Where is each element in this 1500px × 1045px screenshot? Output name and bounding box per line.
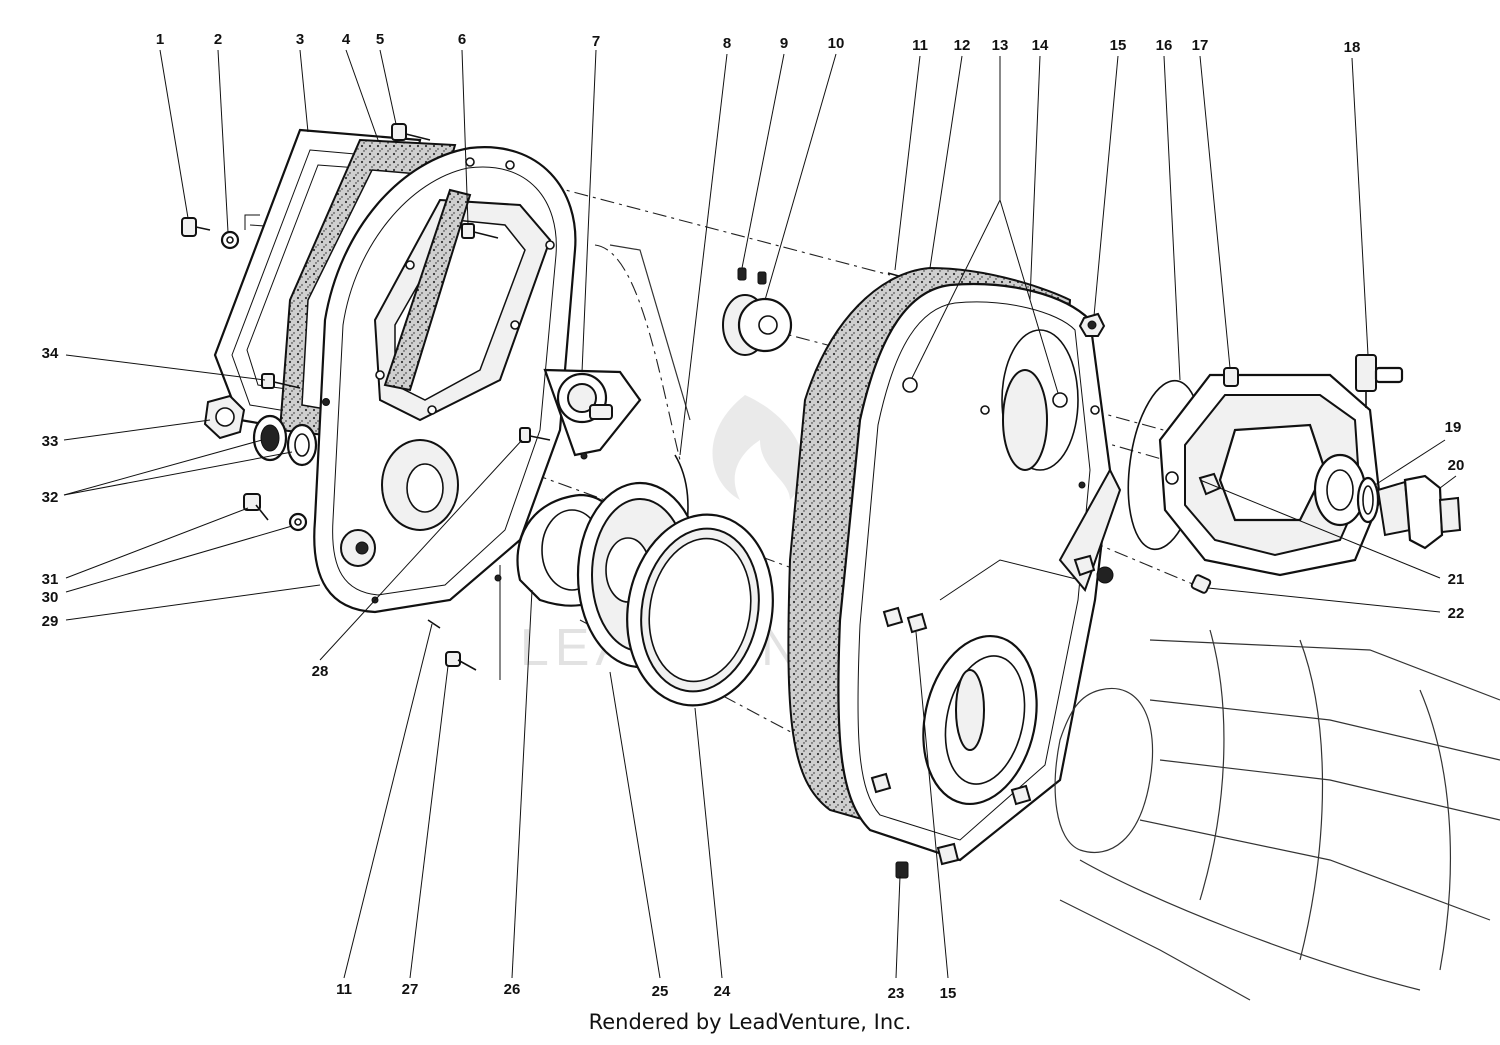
callout-20: 20 [1448,457,1465,474]
callout-22: 22 [1448,605,1465,622]
callout-7: 7 [592,33,600,50]
part-17-pump [1158,367,1382,577]
callout-17: 17 [1192,37,1209,54]
callout-32: 32 [42,489,59,506]
part-20-fitting [1376,474,1462,550]
ghost-tine-assembly [609,244,1500,1001]
callout-25: 25 [652,983,669,1000]
part-22-plug [1190,574,1212,594]
callout-26: 26 [504,981,521,998]
part-32-bearings [252,414,318,467]
callout-16: 16 [1156,37,1173,54]
part-9-set-screws [737,267,767,285]
callout-8: 8 [723,35,731,52]
callout-19: 19 [1445,419,1462,436]
callout-34: 34 [42,345,59,362]
callout-2: 2 [214,31,222,48]
part-33-nut [203,394,246,440]
part-7-idler-sprocket [543,368,642,460]
part-5-bolt [391,123,431,141]
part-18-elbow-fitting [1355,354,1404,408]
part-31-bolt [243,493,269,521]
callout-labels: 1 2 3 4 5 6 7 8 9 10 11 12 13 14 15 16 1… [42,31,1465,1002]
callout-14: 14 [1032,37,1049,54]
callout-9: 9 [780,35,788,52]
part-24-seal-ring [626,513,774,707]
callout-30: 30 [42,589,59,606]
callout-3: 3 [296,31,304,48]
part-30-washer [288,512,308,532]
callout-15-lower: 15 [940,985,957,1002]
callout-13: 13 [992,37,1009,54]
callout-23: 23 [888,985,905,1002]
part-1-bolt [181,217,211,237]
callout-24: 24 [714,983,731,1000]
callout-18: 18 [1344,39,1361,56]
callout-10: 10 [828,35,845,52]
callout-15-upper: 15 [1110,37,1127,54]
callout-1: 1 [156,31,164,48]
part-29-outer-cover [313,146,577,614]
part-27-bolt [445,651,477,671]
callout-28: 28 [312,663,329,680]
part-13-o-rings [902,377,1068,408]
callout-29: 29 [42,613,59,630]
part-10-drive-sprocket [722,294,793,356]
callout-11-lower: 11 [336,981,352,998]
part-23-plug [895,861,909,879]
part-19-o-ring [1356,476,1380,524]
part-11-pin-lower [427,619,441,629]
callout-33: 33 [42,433,59,450]
callout-4: 4 [342,31,351,48]
callout-11-upper: 11 [912,37,928,54]
part-14-gear-housing [837,282,1122,866]
part-34-stud [261,373,301,389]
callout-5: 5 [376,31,384,48]
callout-31: 31 [42,571,59,588]
part-2-washer [220,230,240,250]
callout-21: 21 [1448,571,1465,588]
callout-6: 6 [458,31,466,48]
part-28-stud [519,427,551,443]
footer-credit: Rendered by LeadVenture, Inc. [588,1010,912,1034]
callout-27: 27 [402,981,419,998]
leader-lines [63,49,1457,979]
part-15-nut-upper [1078,312,1106,337]
callout-12: 12 [954,37,971,54]
